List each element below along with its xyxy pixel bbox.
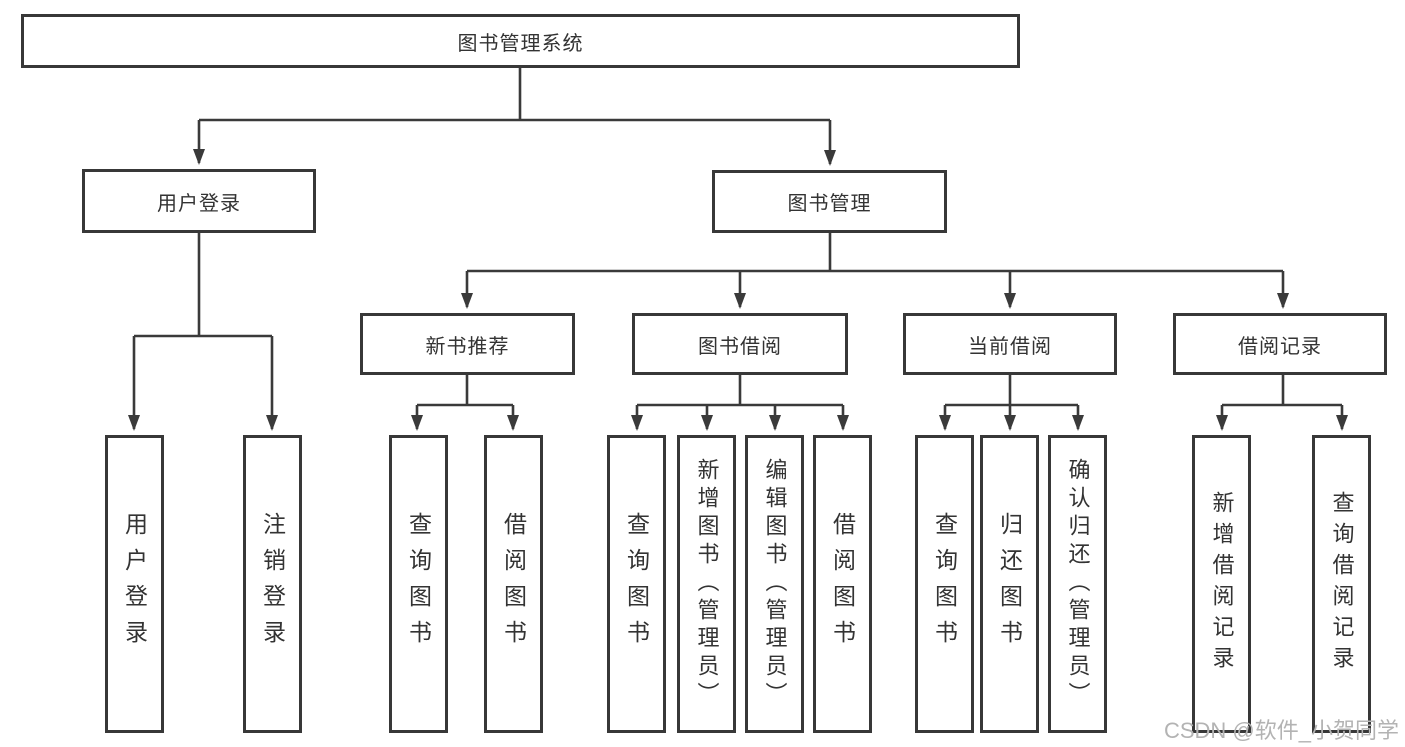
node-label: 借阅图书 [500,512,527,656]
node-label: 新增图书（管理员） [694,458,720,710]
node-current-borrowing: 当前借阅 [903,313,1117,375]
node-label: 图书借阅 [698,335,782,358]
node-book-management: 图书管理 [712,170,947,233]
leaf-records-query-record: 查询借阅记录 [1312,435,1371,733]
leaf-user-login: 用户登录 [105,435,164,733]
node-label: 图书管理 [787,193,872,215]
node-label: 新书推荐 [425,335,510,358]
node-label: 查询图书 [623,512,650,656]
node-label: 用户登录 [121,512,148,656]
node-new-book-recommend: 新书推荐 [360,313,575,375]
node-label: 注销登录 [259,512,286,656]
node-root-system: 图书管理系统 [21,14,1020,68]
node-label: 编辑图书（管理员） [762,458,788,710]
node-borrowing-records: 借阅记录 [1173,313,1387,375]
leaf-borrowing-borrow-books: 借阅图书 [813,435,872,733]
node-book-borrowing: 图书借阅 [632,313,848,375]
leaf-borrowing-edit-books-admin: 编辑图书（管理员） [745,435,804,733]
leaf-current-query-books: 查询图书 [915,435,974,733]
leaf-current-return-books: 归还图书 [980,435,1039,733]
leaf-newbooks-query-books: 查询图书 [389,435,448,733]
node-label: 用户登录 [157,192,241,215]
leaf-borrowing-add-books-admin: 新增图书（管理员） [677,435,736,733]
leaf-current-confirm-return-admin: 确认归还（管理员） [1048,435,1107,733]
leaf-logout: 注销登录 [243,435,302,733]
node-label: 图书管理系统 [457,32,584,55]
node-label: 当前借阅 [968,335,1052,358]
node-label: 新增借阅记录 [1209,491,1235,677]
node-label: 借阅记录 [1238,335,1322,358]
node-label: 确认归还（管理员） [1065,458,1091,710]
node-label: 归还图书 [996,512,1023,656]
node-label: 查询图书 [931,512,958,656]
node-user-login: 用户登录 [82,169,316,233]
node-label: 借阅图书 [829,512,856,656]
node-label: 查询图书 [405,512,432,656]
node-label: 查询借阅记录 [1329,491,1355,677]
leaf-records-add-record: 新增借阅记录 [1192,435,1251,733]
leaf-newbooks-borrow-books: 借阅图书 [484,435,543,733]
csdn-watermark: CSDN @软件_小贺同学 [1163,718,1399,743]
leaf-borrowing-query-books: 查询图书 [607,435,666,733]
